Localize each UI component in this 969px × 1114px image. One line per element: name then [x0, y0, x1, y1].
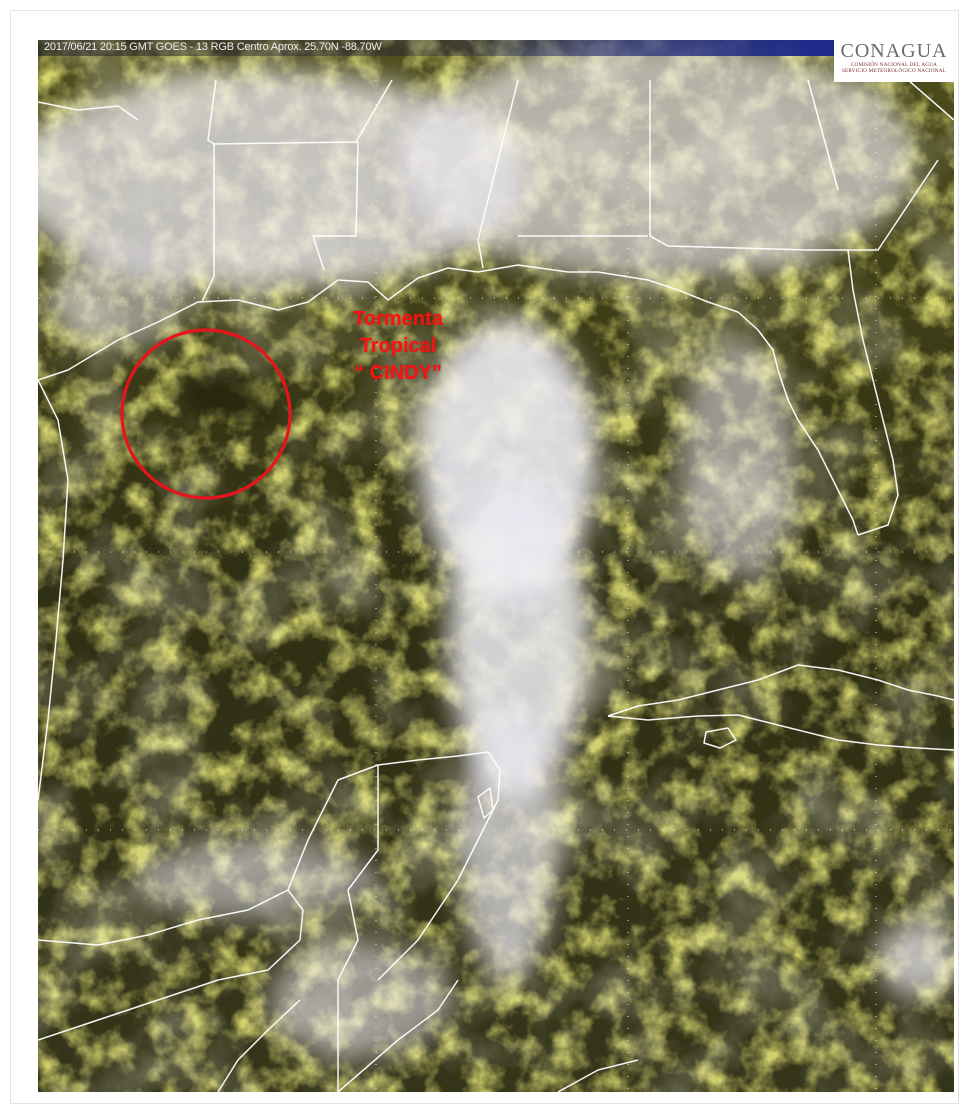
- logo-wordmark: CONAGUA: [840, 40, 948, 62]
- storm-annotation: Tormenta Tropical “ CINDY”: [308, 306, 488, 387]
- conagua-logo: CONAGUA COMISIÓN NACIONAL DEL AGUA SERVI…: [834, 40, 954, 82]
- satellite-map: [38, 40, 954, 1092]
- logo-subtitle-2: SERVICIO METEOROLÓGICO NACIONAL: [841, 68, 947, 74]
- logo-subtitle-1: COMISIÓN NACIONAL DEL AGUA: [850, 62, 938, 68]
- image-header-bar: 2017/06/21 20:15 GMT GOES - 13 RGB Centr…: [38, 40, 954, 56]
- storm-label-line1: Tormenta: [353, 308, 443, 330]
- storm-circle: [120, 328, 292, 500]
- satellite-image: 2017/06/21 20:15 GMT GOES - 13 RGB Centr…: [38, 40, 954, 1092]
- storm-label-line2: Tropical: [359, 335, 437, 357]
- image-caption: 2017/06/21 20:15 GMT GOES - 13 RGB Centr…: [44, 41, 382, 53]
- storm-label-line3: “ CINDY”: [354, 362, 442, 384]
